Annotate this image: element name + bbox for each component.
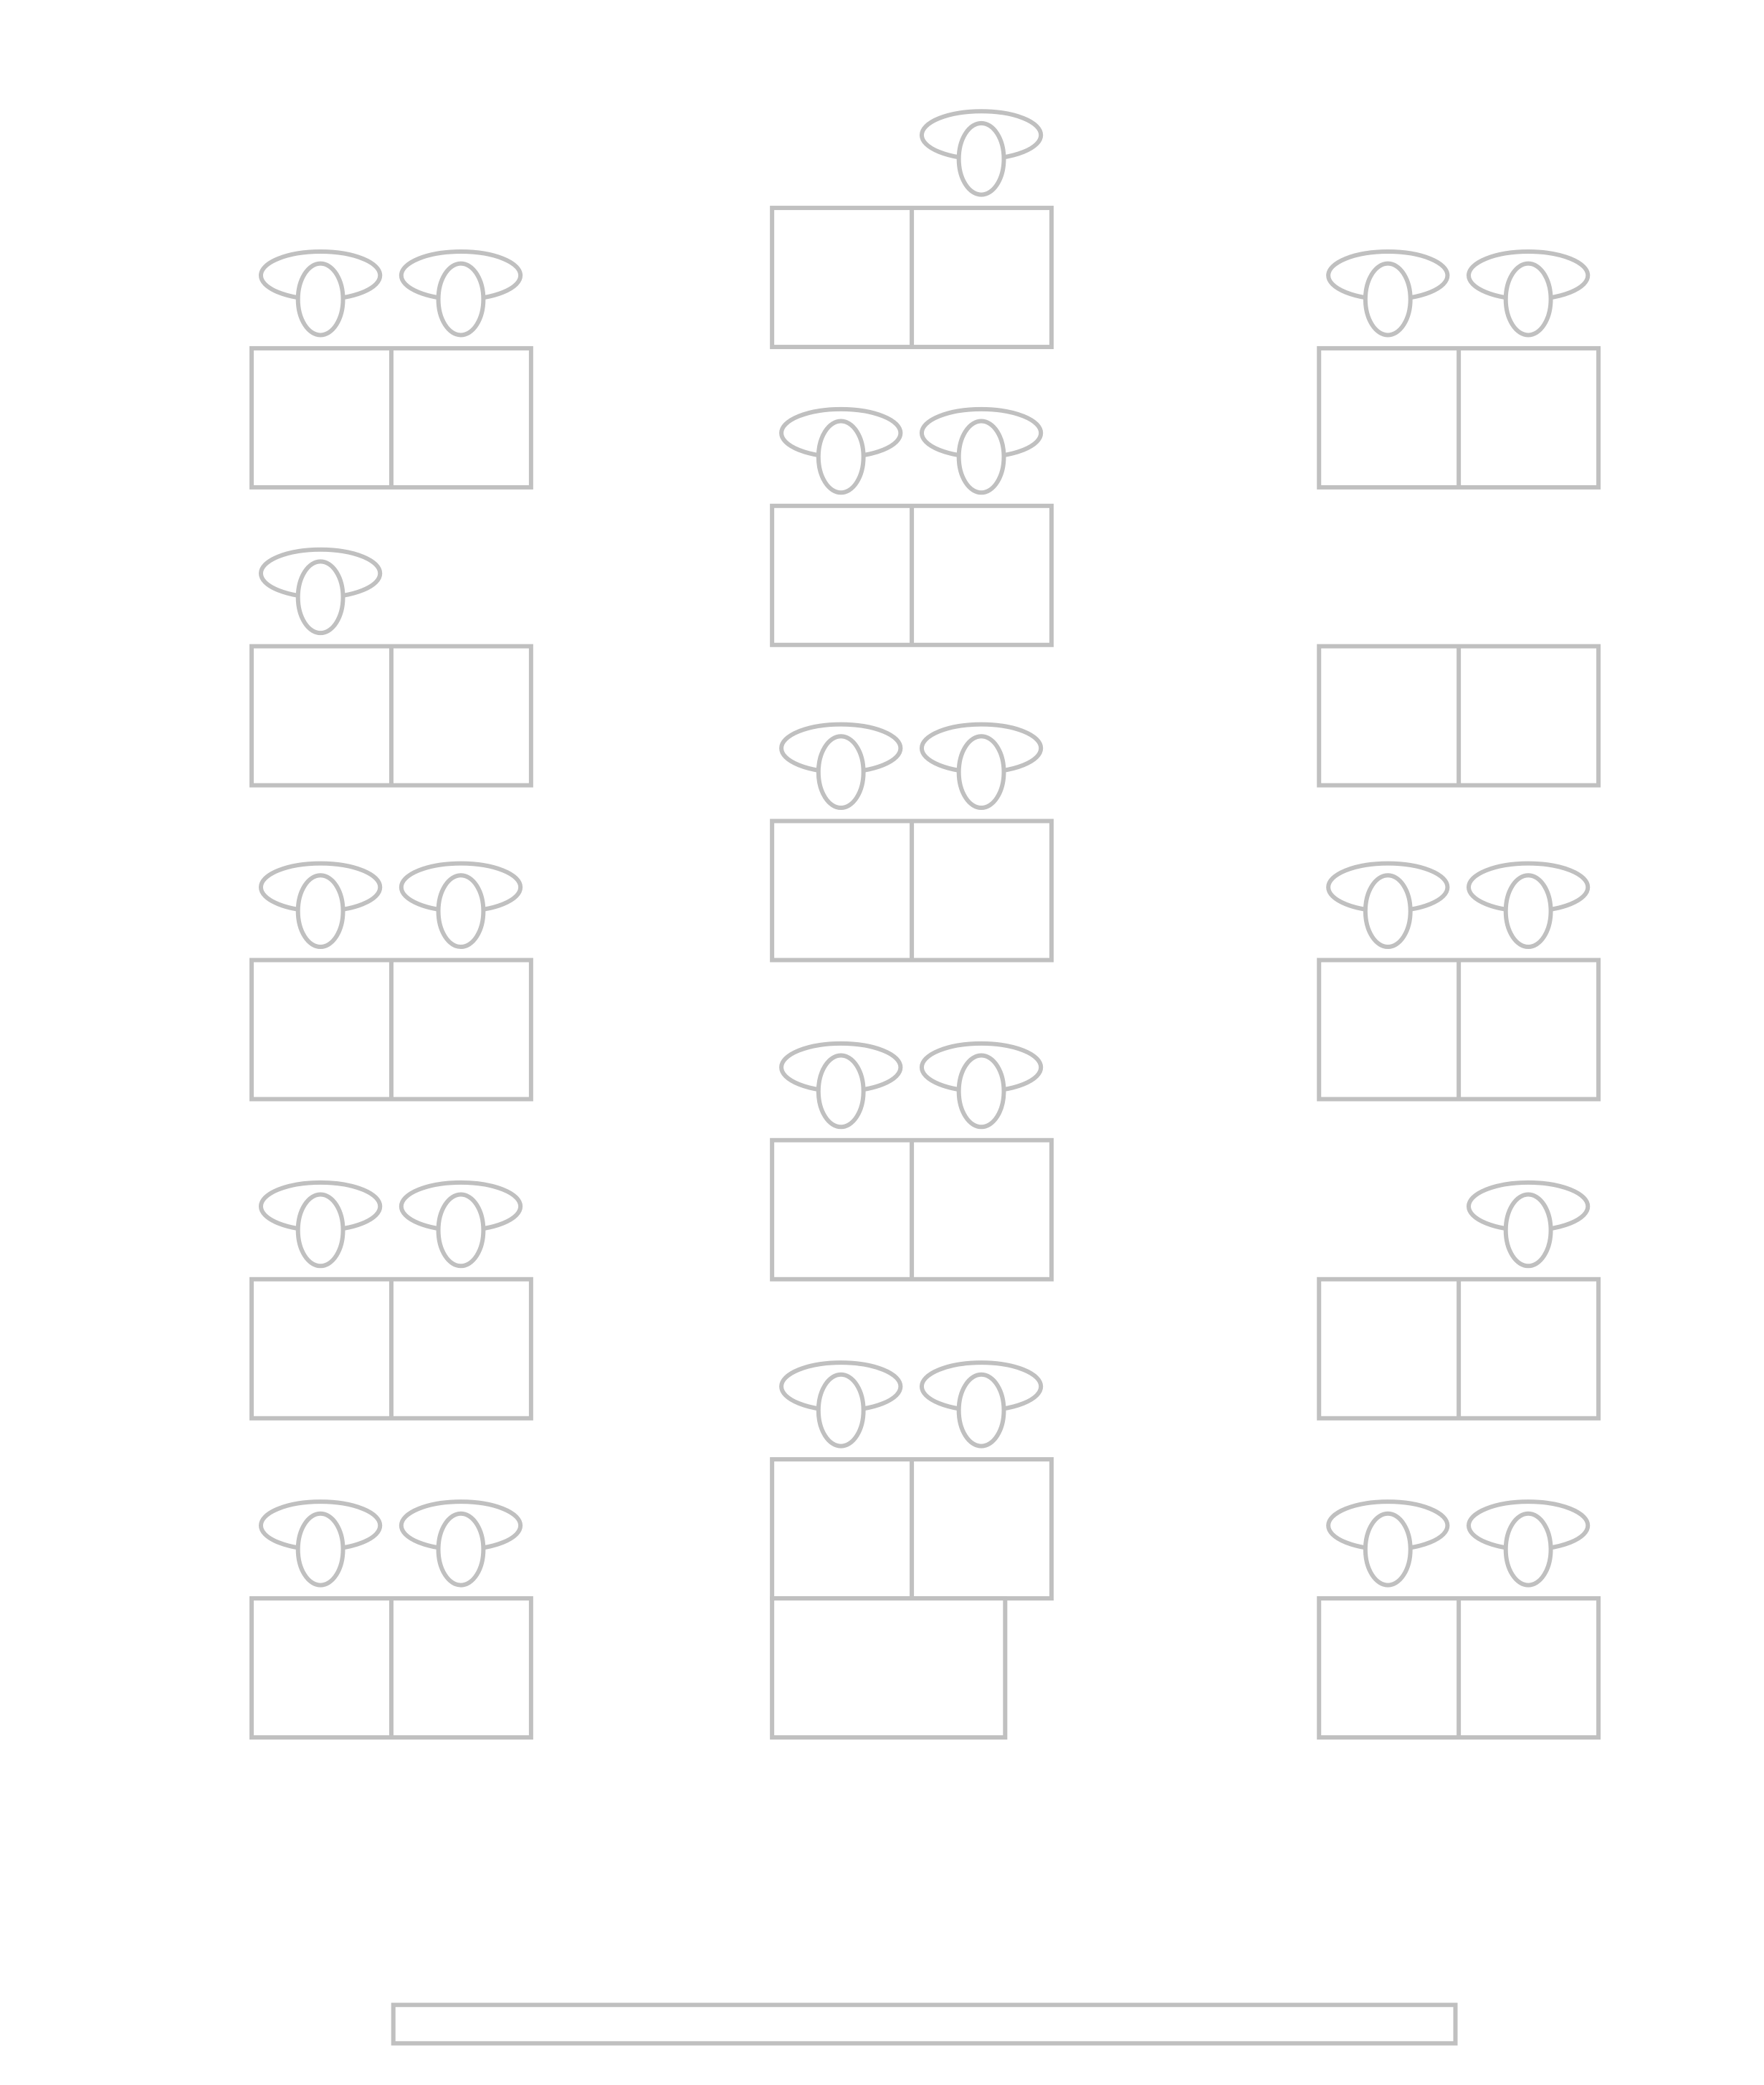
desk-left-row-2	[249, 644, 533, 788]
teacher-desk	[391, 2003, 1458, 2046]
desk-center-row-5	[770, 1457, 1054, 1601]
person-icon	[1466, 1499, 1591, 1588]
desk-center-row-3	[770, 819, 1054, 963]
person-icon	[258, 1499, 383, 1588]
person-icon	[1326, 249, 1450, 338]
desk-left-row-5	[249, 1596, 533, 1740]
desk-right-row-3	[1317, 958, 1601, 1102]
desk-center-row-4	[770, 1137, 1054, 1282]
desk-right-row-4	[1317, 1277, 1601, 1421]
person-icon	[779, 406, 903, 495]
person-icon	[399, 1180, 523, 1269]
person-icon	[919, 722, 1044, 811]
person-icon	[1466, 1180, 1591, 1269]
front-layer	[391, 2003, 1458, 2046]
person-icon	[258, 249, 383, 338]
person-icon	[919, 1360, 1044, 1449]
single-desk	[770, 1596, 1008, 1740]
person-icon	[1326, 861, 1450, 950]
desk-left-row-3	[249, 958, 533, 1102]
desk-right-row-5	[1317, 1596, 1601, 1740]
person-icon	[258, 547, 383, 636]
person-icon	[399, 861, 523, 950]
students-layer	[258, 109, 1591, 1588]
person-icon	[258, 861, 383, 950]
desk-right-row-2	[1317, 644, 1601, 788]
desk-center-row-1	[770, 206, 1054, 350]
desk-right-row-1	[1317, 345, 1601, 490]
person-icon	[1466, 861, 1591, 950]
person-icon	[779, 1360, 903, 1449]
desks-layer	[249, 206, 1601, 1740]
person-icon	[779, 1041, 903, 1130]
desk-center-row-2	[770, 503, 1054, 647]
person-icon	[919, 1041, 1044, 1130]
person-icon	[399, 1499, 523, 1588]
desk-left-row-1	[249, 345, 533, 490]
person-icon	[779, 722, 903, 811]
person-icon	[1326, 1499, 1450, 1588]
person-icon	[1466, 249, 1591, 338]
person-icon	[258, 1180, 383, 1269]
person-icon	[399, 249, 523, 338]
person-icon	[919, 109, 1044, 197]
desk-left-row-4	[249, 1277, 533, 1421]
person-icon	[919, 406, 1044, 495]
